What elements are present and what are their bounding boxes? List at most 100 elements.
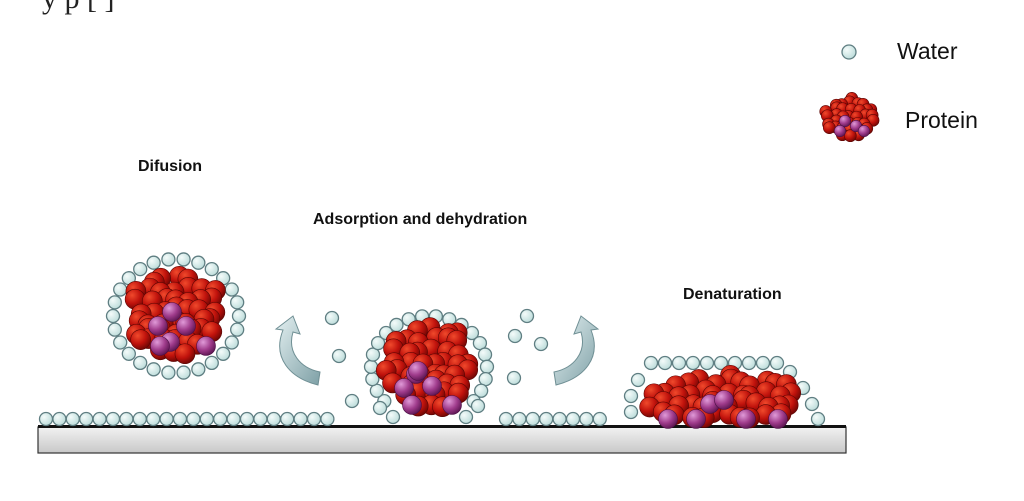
water-molecule xyxy=(841,44,857,60)
released-water-molecules xyxy=(324,308,549,409)
water-molecule xyxy=(713,355,729,371)
water-molecule xyxy=(146,255,161,270)
water-molecule xyxy=(685,355,701,371)
water-molecule xyxy=(458,409,474,425)
water-molecule xyxy=(231,308,247,324)
water-molecule xyxy=(191,255,206,270)
water-molecule xyxy=(146,362,161,377)
water-molecule xyxy=(239,411,255,427)
protein-sphere-purple xyxy=(162,302,182,322)
water-molecule xyxy=(324,310,340,326)
water-molecule xyxy=(477,347,493,362)
water-molecule xyxy=(176,252,191,267)
water-molecule xyxy=(216,346,231,361)
water-molecule xyxy=(105,411,121,427)
water-molecule xyxy=(741,355,757,371)
water-molecule xyxy=(370,335,386,351)
water-molecule xyxy=(204,355,219,371)
water-molecule xyxy=(132,411,147,427)
protein-sphere xyxy=(844,129,857,143)
water-molecule xyxy=(199,411,214,427)
water-molecule xyxy=(473,383,489,398)
water-molecule xyxy=(119,411,134,427)
water-molecule xyxy=(506,370,522,386)
water-molecule xyxy=(121,346,136,361)
water-molecule xyxy=(186,411,201,427)
protein-sphere-purple xyxy=(686,409,706,429)
water-molecule xyxy=(230,295,245,310)
substrate-surface xyxy=(37,425,847,454)
water-molecule xyxy=(204,261,219,277)
water-molecule xyxy=(331,348,347,364)
water-molecule xyxy=(161,252,176,267)
header-fragment-glyphs: y p [ ] xyxy=(42,0,114,15)
water-molecule xyxy=(79,411,94,427)
water-molecule xyxy=(565,411,581,427)
step-label-adsorption: Adsorption and dehydration xyxy=(313,211,528,228)
water-molecule xyxy=(172,411,188,427)
water-molecule xyxy=(159,411,174,427)
header-text-fragment: y p [ ] xyxy=(0,0,1024,30)
water-molecule xyxy=(630,372,646,388)
water-molecule xyxy=(280,411,295,427)
protein-sphere-purple xyxy=(736,409,756,429)
protein-sphere-purple xyxy=(768,409,788,429)
protein-sphere-purple xyxy=(442,395,462,415)
water-molecule xyxy=(52,411,67,427)
protein-sphere xyxy=(823,121,836,135)
water-molecule xyxy=(623,388,639,404)
water-molecule xyxy=(65,411,80,427)
water-molecule xyxy=(224,335,239,350)
step-label-denaturation: Denaturation xyxy=(683,286,782,303)
protein-sphere-purple xyxy=(394,378,414,398)
water-molecule xyxy=(623,404,639,420)
water-molecule xyxy=(105,308,121,324)
protein-sphere-purple xyxy=(196,336,216,356)
water-molecule xyxy=(146,411,161,427)
water-molecule xyxy=(519,308,535,324)
water-molecule xyxy=(657,355,673,371)
legend-label-water: Water xyxy=(897,38,958,64)
water-molecule xyxy=(266,411,281,427)
water-molecule xyxy=(107,295,122,310)
water-molecule xyxy=(306,411,322,427)
water-molecule xyxy=(133,261,148,277)
water-molecule xyxy=(810,411,826,427)
water-molecule xyxy=(533,336,549,352)
water-molecule xyxy=(755,355,771,371)
protein-sphere-purple xyxy=(402,395,422,415)
water-molecule xyxy=(253,411,268,427)
water-molecule xyxy=(92,411,107,427)
water-molecule xyxy=(389,317,404,333)
water-molecule xyxy=(191,362,206,377)
legend-label-protein: Protein xyxy=(905,107,978,133)
water-molecule xyxy=(213,411,228,427)
protein-diffusing xyxy=(105,252,247,380)
protein-sphere xyxy=(130,329,151,350)
water-molecule xyxy=(671,355,687,371)
water-molecule xyxy=(224,282,239,297)
protein-adsorbing xyxy=(363,309,495,425)
curved-arrow-left-icon xyxy=(274,315,321,386)
water-molecule xyxy=(113,335,128,350)
water-molecule xyxy=(161,365,176,380)
water-molecule xyxy=(579,411,594,427)
water-molecule xyxy=(804,396,820,412)
water-molecule xyxy=(643,355,659,371)
water-molecule xyxy=(38,411,54,427)
water-molecule xyxy=(133,355,148,371)
water-molecule xyxy=(470,398,486,414)
water-molecule xyxy=(320,411,335,427)
water-molecule xyxy=(113,282,128,297)
water-molecule xyxy=(344,393,360,409)
curved-arrow-right-icon xyxy=(553,315,600,386)
water-molecule xyxy=(372,400,388,416)
protein-sphere-purple xyxy=(838,115,851,128)
protein-sphere-purple xyxy=(408,361,428,381)
water-molecule xyxy=(592,411,607,427)
water-molecule xyxy=(525,411,540,427)
protein-sphere-purple xyxy=(148,316,168,336)
protein-sphere-purple xyxy=(150,336,170,356)
water-molecule xyxy=(226,411,241,427)
